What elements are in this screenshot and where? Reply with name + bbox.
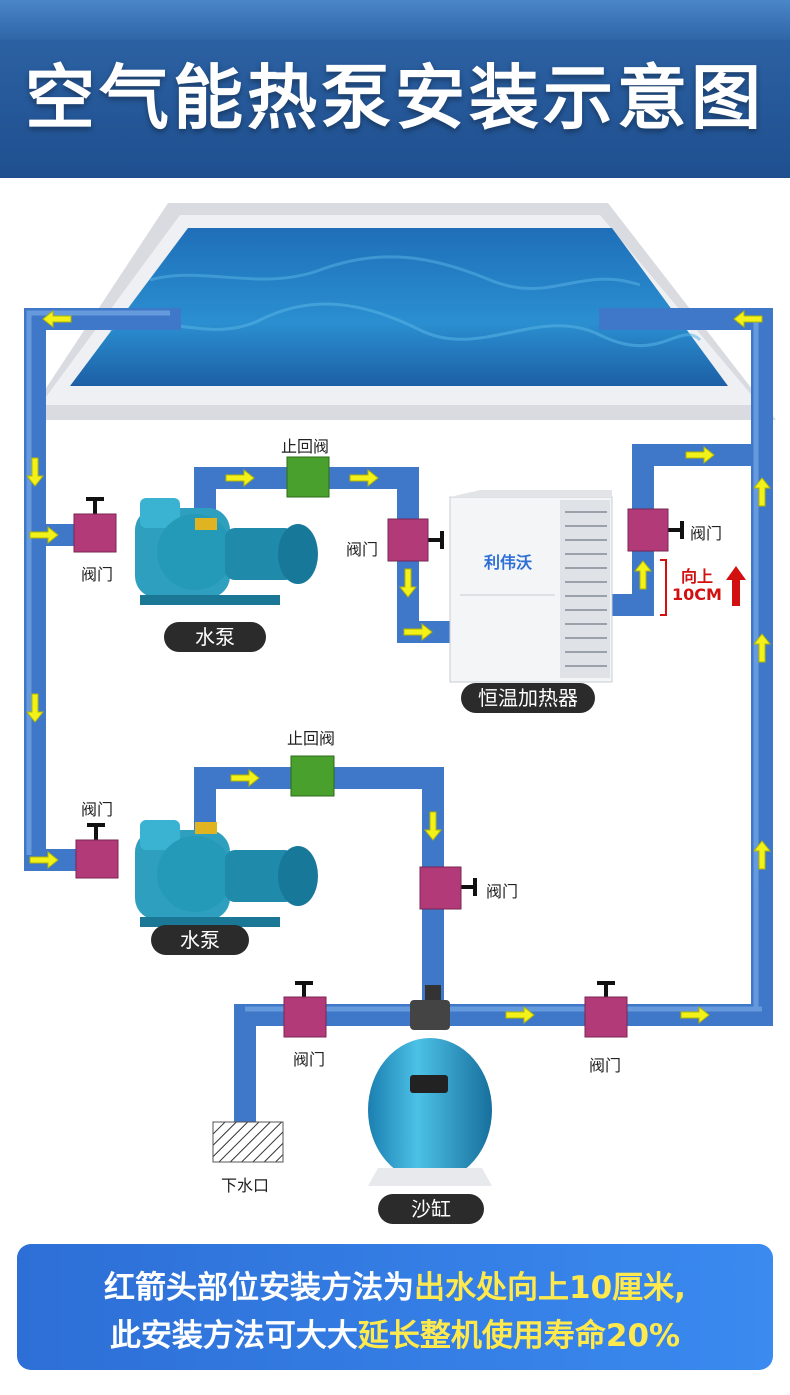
- valve-heater-in-label: 阀门: [346, 540, 379, 559]
- valve-heater-inlet: [387, 518, 444, 562]
- flow-arrow-down: [25, 457, 45, 487]
- flow-arrow-left: [733, 309, 763, 329]
- flow-arrow-right: [349, 468, 379, 488]
- check-valve-1-label: 止回阀: [281, 437, 330, 456]
- pump-2: [135, 820, 318, 927]
- valve-heater-out-label: 阀门: [690, 524, 723, 543]
- flow-arrow-up: [752, 633, 772, 663]
- check-valve-2: [290, 755, 335, 797]
- flow-arrow-left: [42, 309, 72, 329]
- heater-brand-logo: 利伟沃: [484, 553, 532, 572]
- installation-diagram: 利伟沃: [24, 203, 776, 1186]
- pipe-highlights: [26, 310, 762, 1012]
- header-stripe: [0, 0, 790, 40]
- flow-arrow-right: [505, 1005, 535, 1025]
- valve-return-label: 阀门: [589, 1056, 622, 1075]
- flow-arrow-right: [29, 525, 59, 545]
- valve-pump2-label: 阀门: [81, 800, 114, 819]
- drain-label: 下水口: [221, 1176, 270, 1195]
- valve-pump2-inlet: [75, 823, 119, 879]
- heater-label: 恒温加热器: [461, 683, 595, 713]
- flow-arrow-up: [633, 560, 653, 590]
- sand-filter-label: 沙缸: [378, 1194, 484, 1224]
- flow-arrows: [25, 309, 772, 1025]
- flow-arrow-up: [752, 477, 772, 507]
- footer-line-1-highlight: 出水处向上10厘米,: [414, 1270, 686, 1306]
- pump-2-label: 水泵: [151, 925, 249, 955]
- sand-filter-tank: [368, 985, 492, 1186]
- heat-pump-heater: 利伟沃: [449, 490, 613, 683]
- flow-arrow-right: [29, 850, 59, 870]
- flow-arrow-right: [230, 768, 260, 788]
- flow-arrow-right: [403, 622, 433, 642]
- check-valve-2-label: 止回阀: [287, 729, 336, 748]
- raise-label: 向上 10CM: [672, 568, 722, 604]
- flow-arrow-down: [25, 693, 45, 723]
- valve-pump1-inlet: [73, 497, 117, 553]
- footer-line-2: 此安装方法可大大延长整机使用寿命20%: [17, 1310, 773, 1355]
- valve-heater-outlet: [627, 508, 684, 552]
- pipe-network: [24, 308, 773, 1131]
- pump-1: [135, 498, 318, 605]
- flow-arrow-right: [680, 1005, 710, 1025]
- swimming-pool: [25, 203, 776, 420]
- drain-outlet: [212, 1121, 284, 1163]
- footer-line-1-text: 红箭头部位安装方法为: [104, 1270, 415, 1306]
- valve-drain-label: 阀门: [293, 1050, 326, 1069]
- valve-filter-inlet: [419, 866, 477, 910]
- pump-1-label: 水泵: [164, 622, 266, 652]
- raise-10cm-indicator: [660, 559, 746, 616]
- raise-label-line1: 向上: [680, 567, 713, 586]
- header-banner: 空气能热泵安装示意图: [0, 0, 790, 178]
- footer-line-2-highlight: 延长整机使用寿命20%: [357, 1318, 681, 1354]
- valve-drain: [283, 981, 327, 1038]
- footer-line-1: 红箭头部位安装方法为出水处向上10厘米,: [17, 1262, 773, 1307]
- raise-label-line2: 10CM: [672, 585, 722, 604]
- flow-arrow-up: [752, 840, 772, 870]
- footer-line-2-text: 此安装方法可大大: [109, 1318, 358, 1354]
- valve-return: [584, 981, 628, 1038]
- flow-arrow-right: [225, 468, 255, 488]
- flow-arrow-down: [398, 568, 418, 598]
- page-title: 空气能热泵安装示意图: [25, 57, 765, 139]
- valve-filter-in-label: 阀门: [486, 882, 519, 901]
- footer-note: 红箭头部位安装方法为出水处向上10厘米, 此安装方法可大大延长整机使用寿命20%: [17, 1244, 773, 1370]
- valve-pump1-label: 阀门: [81, 565, 114, 584]
- flow-arrow-down: [423, 811, 443, 841]
- flow-arrow-right: [685, 445, 715, 465]
- check-valve-1: [286, 456, 330, 498]
